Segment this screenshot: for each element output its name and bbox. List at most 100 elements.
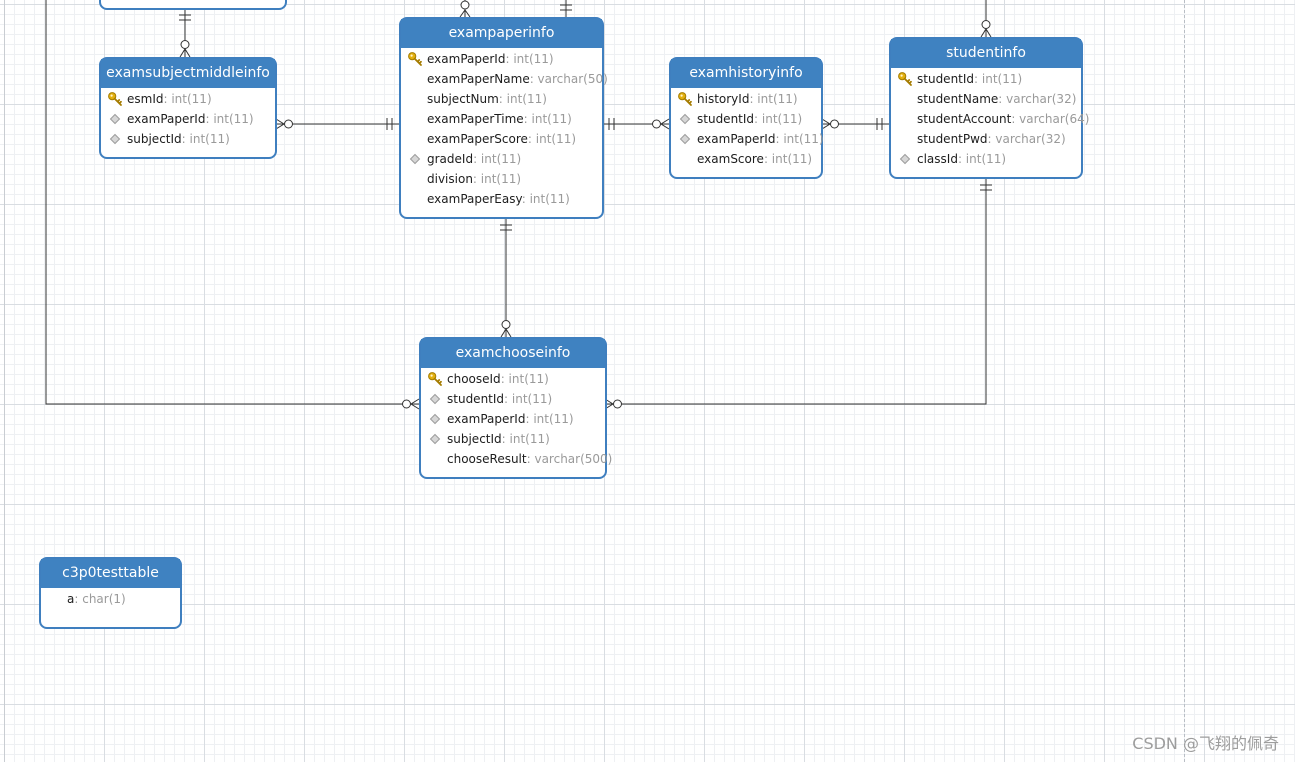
field-row[interactable]: gradeId: int(11) bbox=[401, 149, 602, 169]
diamond-icon bbox=[407, 151, 423, 167]
field-row[interactable]: examPaperEasy: int(11) bbox=[401, 189, 602, 209]
field-row[interactable]: examPaperScore: int(11) bbox=[401, 129, 602, 149]
field-type: : int(11) bbox=[521, 192, 570, 206]
field-name: examPaperId bbox=[447, 412, 526, 426]
field-type: : int(11) bbox=[500, 372, 549, 386]
field-name: examPaperName bbox=[427, 72, 530, 86]
relation-student-choose-line bbox=[605, 179, 987, 405]
diamond-icon bbox=[897, 151, 913, 167]
field-name: division bbox=[427, 172, 473, 186]
field-row[interactable]: examPaperId: int(11) bbox=[421, 409, 605, 429]
field-row[interactable]: subjectId: int(11) bbox=[421, 429, 605, 449]
field-name: studentAccount bbox=[917, 112, 1012, 126]
field-row[interactable]: examPaperTime: int(11) bbox=[401, 109, 602, 129]
field-row[interactable]: studentPwd: varchar(32) bbox=[891, 129, 1081, 149]
entity-title[interactable]: examsubjectmiddleinfo bbox=[101, 59, 275, 88]
field-row[interactable]: studentAccount: varchar(64) bbox=[891, 109, 1089, 129]
field-type: : varchar(50) bbox=[529, 72, 608, 86]
diamond-icon bbox=[107, 131, 123, 147]
field-name: studentId bbox=[447, 392, 505, 406]
field-type: : char(1) bbox=[74, 592, 126, 606]
field-row[interactable]: studentId: int(11) bbox=[421, 389, 605, 409]
entity-title[interactable]: studentinfo bbox=[891, 39, 1081, 68]
field-type: : int(11) bbox=[525, 412, 574, 426]
entity-fields: chooseId: int(11)studentId: int(11)examP… bbox=[421, 368, 612, 469]
field-type: : int(11) bbox=[505, 52, 554, 66]
field-row[interactable]: division: int(11) bbox=[401, 169, 602, 189]
field-name: esmId bbox=[127, 92, 164, 106]
field-row[interactable]: examPaperName: varchar(50) bbox=[401, 69, 608, 89]
diamond-icon bbox=[427, 411, 443, 427]
field-row[interactable]: studentId: int(11) bbox=[671, 109, 821, 129]
page-break-line bbox=[1184, 0, 1185, 762]
field-type: : int(11) bbox=[504, 392, 553, 406]
field-type: : int(11) bbox=[498, 92, 547, 106]
diamond-icon bbox=[677, 131, 693, 147]
diamond-icon bbox=[677, 111, 693, 127]
field-row[interactable]: examScore: int(11) bbox=[671, 149, 821, 169]
canvas-left-edge bbox=[4, 0, 5, 762]
field-type: : int(11) bbox=[754, 112, 803, 126]
field-row[interactable]: studentId: int(11) bbox=[891, 69, 1081, 89]
crowfoot-many-icon bbox=[821, 118, 831, 130]
field-type: : varchar(500) bbox=[526, 452, 613, 466]
entity-offscreen-top[interactable] bbox=[99, 0, 287, 10]
field-row[interactable]: subjectId: int(11) bbox=[101, 129, 275, 149]
field-type: : int(11) bbox=[472, 172, 522, 186]
entity-fields: studentId: int(11)studentName: varchar(3… bbox=[891, 68, 1089, 169]
field-type: : int(11) bbox=[775, 132, 824, 146]
field-row[interactable]: esmId: int(11) bbox=[101, 89, 275, 109]
field-name: subjectNum bbox=[427, 92, 499, 106]
entity-title[interactable]: c3p0testtable bbox=[41, 559, 180, 588]
diamond-icon bbox=[107, 111, 123, 127]
watermark: CSDN @飞翔的佩奇 bbox=[1132, 734, 1279, 753]
key-icon bbox=[427, 371, 443, 387]
entity-title[interactable]: examchooseinfo bbox=[421, 339, 605, 368]
field-name: studentName bbox=[917, 92, 999, 106]
entity-title[interactable]: examhistoryinfo bbox=[671, 59, 821, 88]
field-name: historyId bbox=[697, 92, 750, 106]
entity-fields: historyId: int(11)studentId: int(11)exam… bbox=[671, 88, 824, 169]
field-row[interactable]: classId: int(11) bbox=[891, 149, 1081, 169]
optional-circle-icon bbox=[402, 399, 411, 409]
field-row[interactable]: studentName: varchar(32) bbox=[891, 89, 1081, 109]
field-type: : int(11) bbox=[749, 92, 798, 106]
field-name: studentId bbox=[917, 72, 975, 86]
field-name: examScore bbox=[697, 152, 764, 166]
field-type: : int(11) bbox=[763, 152, 813, 166]
field-row[interactable]: chooseResult: varchar(500) bbox=[421, 449, 612, 469]
field-row[interactable]: examPaperId: int(11) bbox=[401, 49, 602, 69]
field-row[interactable]: examPaperId: int(11) bbox=[671, 129, 824, 149]
optional-circle-icon bbox=[501, 320, 511, 329]
field-name: examPaperId bbox=[697, 132, 776, 146]
key-icon bbox=[107, 91, 123, 107]
field-row[interactable]: historyId: int(11) bbox=[671, 89, 821, 109]
crowfoot-many-icon bbox=[459, 9, 471, 18]
field-row[interactable]: chooseId: int(11) bbox=[421, 369, 605, 389]
field-row[interactable]: subjectNum: int(11) bbox=[401, 89, 602, 109]
optional-circle-icon bbox=[981, 20, 991, 29]
field-name: examPaperTime bbox=[427, 112, 524, 126]
field-type: : int(11) bbox=[163, 92, 212, 106]
field-type: : varchar(32) bbox=[987, 132, 1066, 146]
field-name: studentPwd bbox=[917, 132, 988, 146]
field-type: : int(11) bbox=[527, 132, 577, 146]
optional-circle-icon bbox=[613, 399, 622, 409]
field-row[interactable]: examPaperId: int(11) bbox=[101, 109, 275, 129]
optional-circle-icon bbox=[652, 119, 661, 129]
entity-fields: examPaperId: int(11)examPaperName: varch… bbox=[401, 48, 608, 209]
crowfoot-many-icon bbox=[179, 48, 191, 58]
key-icon bbox=[407, 51, 423, 67]
field-row[interactable]: a: char(1) bbox=[41, 589, 180, 609]
crowfoot-many-icon bbox=[275, 118, 285, 130]
field-name: a bbox=[67, 592, 75, 606]
field-name: chooseResult bbox=[447, 452, 527, 466]
entity-title[interactable]: exampaperinfo bbox=[401, 19, 602, 48]
